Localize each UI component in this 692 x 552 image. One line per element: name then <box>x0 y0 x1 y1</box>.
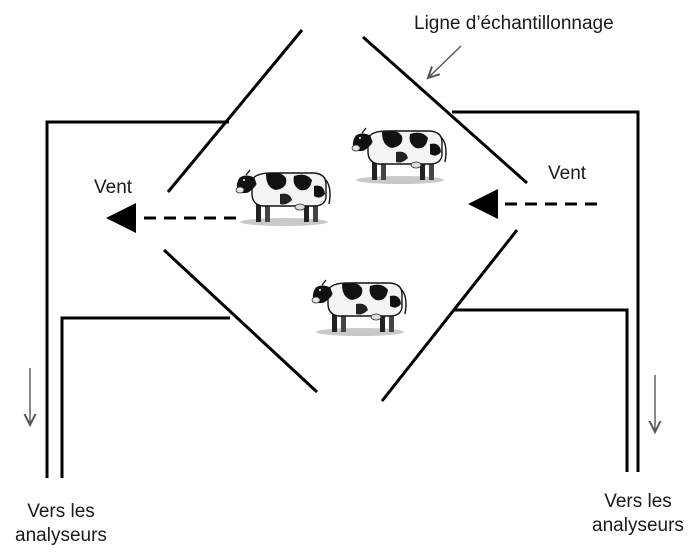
cow-icon <box>235 169 331 227</box>
wind-label-left: Vent <box>94 177 133 198</box>
sampling-line-label: Ligne d’échantillonnage <box>414 13 614 34</box>
sampling-line-pointer <box>428 45 462 78</box>
left-sampling-duct <box>45 120 230 478</box>
diamond-enclosure <box>162 29 528 402</box>
wind-label-right: Vent <box>548 163 587 184</box>
right-sampling-duct <box>452 110 640 472</box>
right-analyzer-label-line1: Vers les <box>604 491 672 512</box>
left-analyzer-label-line2: analyseurs <box>15 524 107 546</box>
right-analyzer-label-line2: analyseurs <box>592 514 684 536</box>
left-analyzer-label: Vers les analyseurs <box>6 500 116 548</box>
right-analyzer-label: Vers les analyseurs <box>583 490 692 538</box>
left-analyzer-label-line1: Vers les <box>27 501 95 522</box>
cow-icon <box>351 127 447 185</box>
cow-icon <box>311 279 407 337</box>
